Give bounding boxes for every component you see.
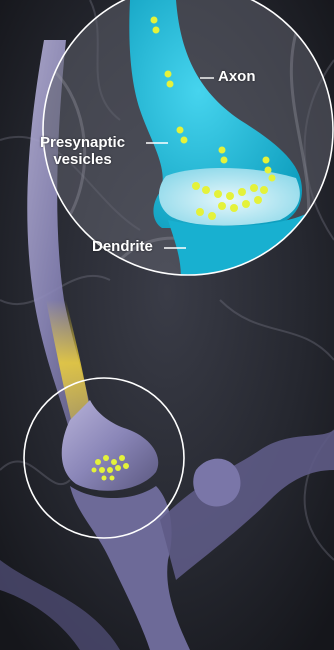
axon-label: Axon: [218, 68, 256, 85]
presynaptic-label-line1: Presynaptic: [40, 134, 125, 151]
dendrite-label: Dendrite: [92, 238, 153, 255]
dendrite-knob: [193, 459, 240, 507]
presynaptic-vesicles-label: Presynaptic vesicles: [40, 134, 125, 168]
presynaptic-label-line2: vesicles: [40, 151, 125, 168]
